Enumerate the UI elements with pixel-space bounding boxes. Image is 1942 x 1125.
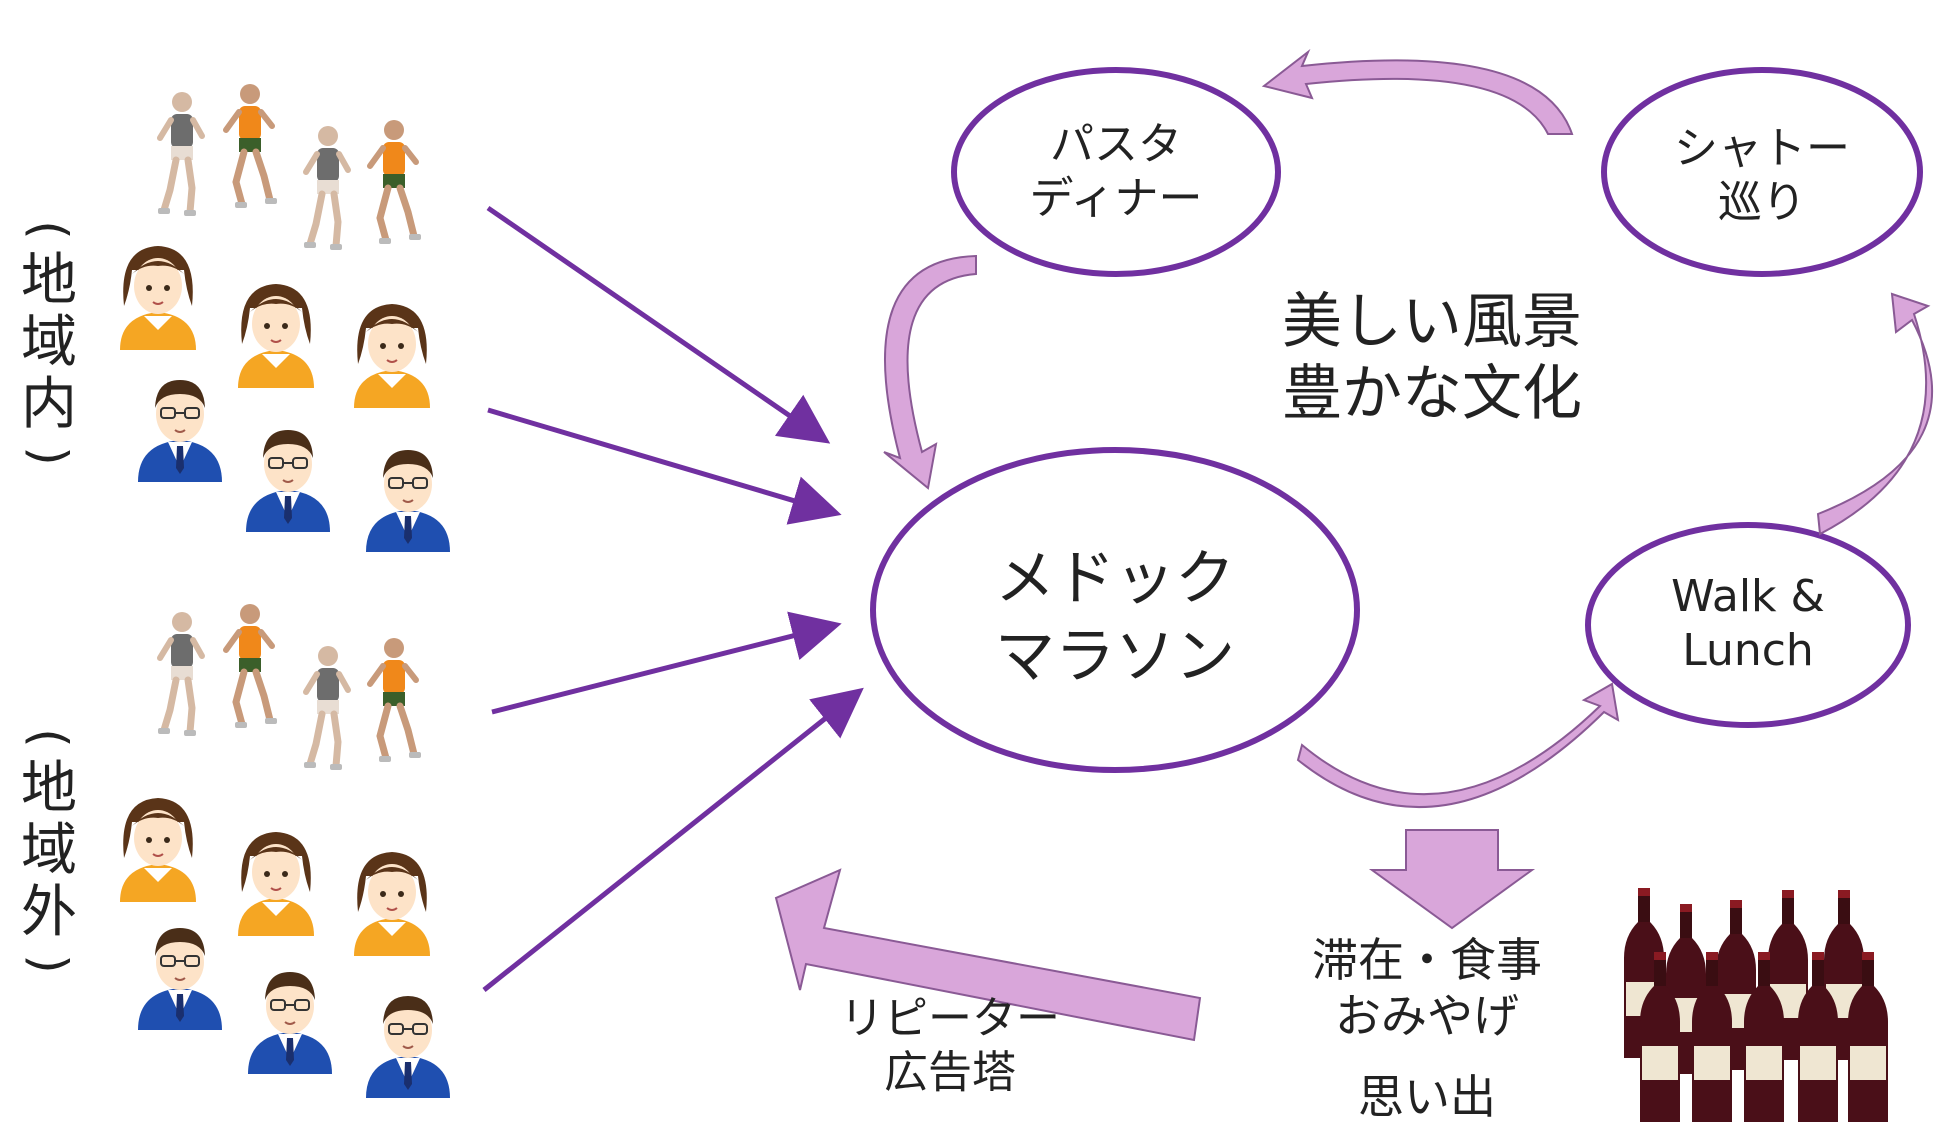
girl-avatar-icon: [119, 245, 197, 351]
group-outside: [119, 604, 451, 1099]
scenery-text: 美しい風景 豊かな文化: [1242, 286, 1622, 430]
node-text-line: マラソン: [995, 622, 1235, 692]
node-text-line: 巡り: [1718, 177, 1806, 228]
businessman-avatar-icon: [137, 927, 223, 1031]
label-outside: ( 地 域 外 ): [8, 718, 90, 984]
repeater-text: リピーター 広告塔: [800, 992, 1100, 1100]
runner-icon: [370, 120, 421, 244]
businessman-avatar-icon: [137, 379, 223, 483]
stay-line: おみやげ: [1335, 989, 1519, 1043]
scenery-line: 豊かな文化: [1282, 359, 1582, 429]
wine-bottles: [1624, 888, 1888, 1122]
inflow-arrow: [491, 611, 842, 715]
girl-avatar-icon: [353, 303, 431, 409]
cycle-arrow: [1816, 292, 1934, 536]
label-local-char: 域: [21, 310, 77, 375]
node-text-line: パスタ: [1050, 119, 1182, 170]
group-local: [119, 84, 451, 553]
repeater-line: リピーター: [840, 993, 1060, 1044]
scenery-line: 美しい風景: [1282, 287, 1582, 357]
girl-avatar-icon: [119, 797, 197, 903]
node-medoc-marathon-text: メドック マラソン: [915, 540, 1315, 696]
node-chateau-tour-text: シャトー 巡り: [1612, 122, 1912, 230]
node-text-line: メドック: [995, 544, 1235, 614]
cycle-arrows: [883, 48, 1934, 809]
runner-icon: [158, 612, 202, 736]
memory-text: 思い出: [1358, 1070, 1496, 1124]
inflow-arrow: [482, 687, 864, 992]
runner-icon: [158, 92, 202, 216]
girl-avatar-icon: [237, 831, 315, 937]
inflow-arrow: [486, 205, 831, 444]
runner-icon: [226, 84, 277, 208]
runner-icon: [304, 126, 348, 250]
cycle-arrow: [883, 254, 977, 490]
businessman-avatar-icon: [365, 449, 451, 553]
businessman-avatar-icon: [245, 429, 331, 533]
label-local: ( 地 域 内 ): [8, 210, 90, 476]
businessman-avatar-icon: [365, 995, 451, 1099]
repeater-arrow: [774, 868, 1202, 1042]
businessman-avatar-icon: [247, 971, 333, 1075]
cycle-arrow: [1261, 48, 1574, 135]
repeater-line: 広告塔: [884, 1047, 1016, 1098]
label-outside-char: 外: [21, 880, 77, 945]
node-walk-lunch-text: Walk & Lunch: [1598, 570, 1898, 678]
label-local-char: 内: [21, 372, 77, 437]
label-outside-char: 地: [21, 756, 77, 821]
girl-avatar-icon: [237, 283, 315, 389]
runner-icon: [370, 638, 421, 762]
node-chateau-tour: [1601, 67, 1923, 277]
girl-avatar-icon: [353, 851, 431, 957]
down-arrow: [1368, 829, 1536, 930]
label-local-char: 地: [21, 248, 77, 313]
runner-icon: [304, 646, 348, 770]
cycle-arrow: [1296, 682, 1620, 809]
node-text-line: シャトー: [1674, 123, 1850, 174]
node-pasta-dinner: [951, 67, 1281, 277]
runner-icon: [226, 604, 277, 728]
node-walk-lunch: [1585, 522, 1911, 728]
node-medoc-marathon: [870, 447, 1360, 773]
node-text-line: ディナー: [1029, 173, 1203, 224]
inflow-arrows: [482, 205, 864, 992]
node-pasta-dinner-text: パスタ ディナー: [966, 118, 1266, 226]
stay-line: 滞在・食事: [1312, 933, 1542, 987]
node-text-line: Walk &: [1671, 571, 1825, 622]
node-text-line: Lunch: [1682, 625, 1814, 676]
label-outside-char: 域: [21, 818, 77, 883]
inflow-arrow: [487, 407, 842, 525]
stay-text: 滞在・食事 おみやげ: [1262, 932, 1592, 1044]
